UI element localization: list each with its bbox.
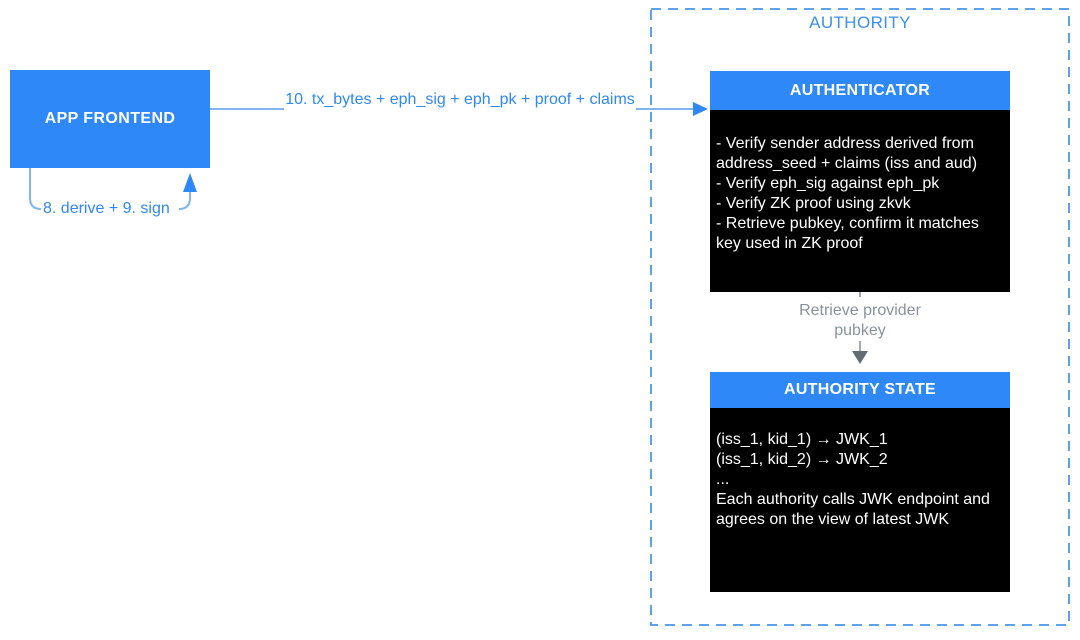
main-arrow-label: 10. tx_bytes + eph_sig + eph_pk + proof … [284,90,636,110]
authority-state-header: AUTHORITY STATE [710,372,1010,408]
authority-group-title: AUTHORITY [809,13,911,32]
loop-arrow-head-icon [183,173,197,192]
authority-state-title: AUTHORITY STATE [783,381,937,398]
loop-arrow-right-curve [178,192,191,210]
authority-state-body: (iss_1, kid_1) → JWK_1 (iss_1, kid_2) → … [710,408,1010,592]
main-arrow-head-icon [693,102,708,116]
authority-group-border [650,8,1070,626]
authenticator-node: AUTHENTICATOR - Verify sender address de… [710,71,1010,292]
authenticator-header: AUTHENTICATOR [710,71,1010,110]
retrieve-arrow-label: Retrieve provider pubkey [799,302,921,339]
retrieve-arrow-head-icon [852,351,868,364]
authority-state-node: AUTHORITY STATE (iss_1, kid_1) → JWK_1 (… [710,372,1010,592]
app-frontend-label: APP FRONTEND [44,110,176,127]
loop-arrow-left-curve [29,168,42,210]
authenticator-body: - Verify sender address derived from add… [710,110,1010,292]
app-frontend-node: APP FRONTEND [10,70,210,168]
authenticator-title: AUTHENTICATOR [789,81,931,99]
loop-arrow-label: 8. derive + 9. sign [41,199,172,219]
